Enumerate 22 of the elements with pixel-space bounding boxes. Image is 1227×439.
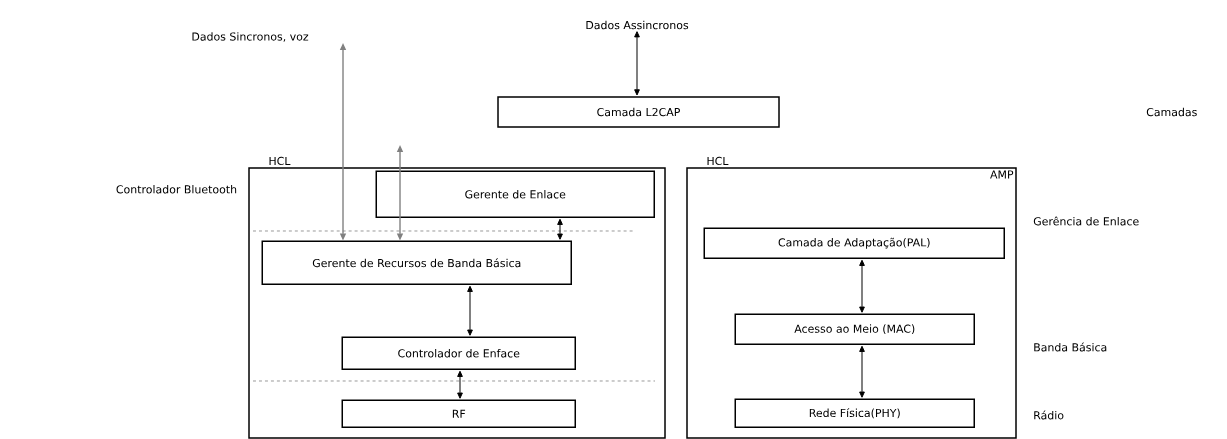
process-box: Gerente de Recursos de Banda Básica: [261, 240, 572, 285]
layer-label: Gerência de Enlace: [1033, 216, 1139, 226]
corner-label: AMP: [990, 170, 1014, 179]
layer-label: Banda Básica: [1034, 342, 1107, 352]
process-box: Camada de Adaptação(PAL): [703, 227, 1005, 259]
arrow: [557, 218, 563, 240]
process-box: Rede Física(PHY): [734, 398, 975, 428]
arrow: [457, 370, 463, 399]
data-label: Dados Sincronos, voz: [192, 32, 309, 42]
process-box: Acesso ao Meio (MAC): [734, 313, 975, 345]
layer-box: Camada L2CAP: [497, 96, 780, 128]
arrow: [859, 259, 865, 313]
process-box: Gerente de Enlace: [375, 170, 655, 218]
process-box: Controlador de Enface: [341, 336, 576, 370]
data-label: Dados Assincronos: [586, 20, 689, 30]
arrow: [467, 285, 473, 336]
arrow: [859, 345, 865, 398]
process-box: RF: [341, 399, 576, 428]
layer-label: Camadas: [1146, 107, 1197, 117]
layer-label: Rádio: [1034, 410, 1064, 420]
arrow: [634, 31, 640, 96]
side-label: Controlador Bluetooth: [116, 185, 237, 194]
